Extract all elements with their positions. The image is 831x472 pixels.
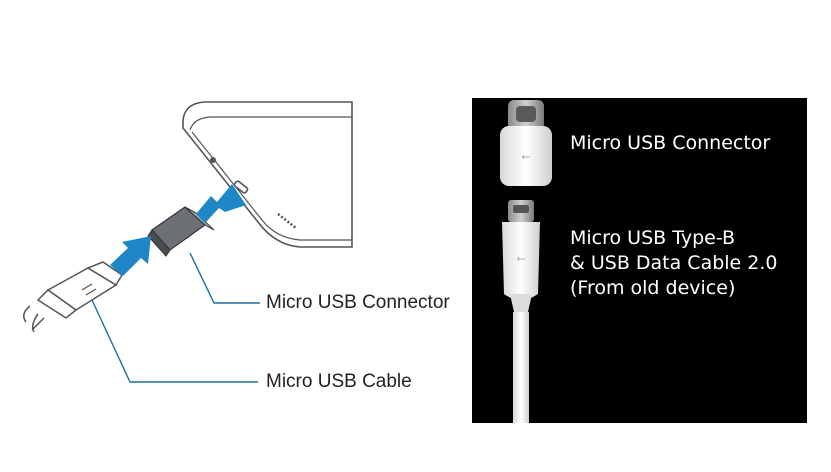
panel-label-cable-line-2: & USB Data Cable 2.0	[570, 252, 778, 274]
connector-adapter-illustration	[147, 206, 215, 257]
panel-label-cable-line-1: Micro USB Type-B	[570, 227, 736, 249]
panel-label-connector: Micro USB Connector	[570, 132, 771, 154]
cable-plug-illustration	[23, 261, 124, 333]
leader-line-cable	[91, 299, 258, 383]
label-micro-usb-cable: Micro USB Cable	[266, 371, 412, 392]
leader-line-connector	[189, 252, 260, 304]
svg-text:⭠: ⭠	[521, 149, 531, 163]
photo-panel: ⭠ ⭠ Micro USB Connector Micro USB Type-B…	[472, 98, 807, 423]
connection-diagram	[23, 101, 353, 383]
panel-label-cable: Micro USB Type-B & USB Data Cable 2.0 (F…	[570, 226, 778, 301]
adapter-photo: ⭠	[500, 100, 552, 186]
leader-lines	[91, 252, 260, 383]
arrow-cable-to-adapter	[110, 236, 151, 276]
phone-illustration	[182, 101, 353, 248]
label-micro-usb-connector: Micro USB Connector	[266, 292, 450, 313]
photo-illustration: ⭠ ⭠	[500, 100, 552, 423]
cable-photo: ⭠	[502, 200, 540, 423]
panel-label-cable-line-3: (From old device)	[570, 277, 736, 299]
svg-text:⭠: ⭠	[516, 251, 526, 265]
insert-arrows	[110, 184, 246, 276]
arrow-adapter-to-phone	[196, 184, 246, 223]
